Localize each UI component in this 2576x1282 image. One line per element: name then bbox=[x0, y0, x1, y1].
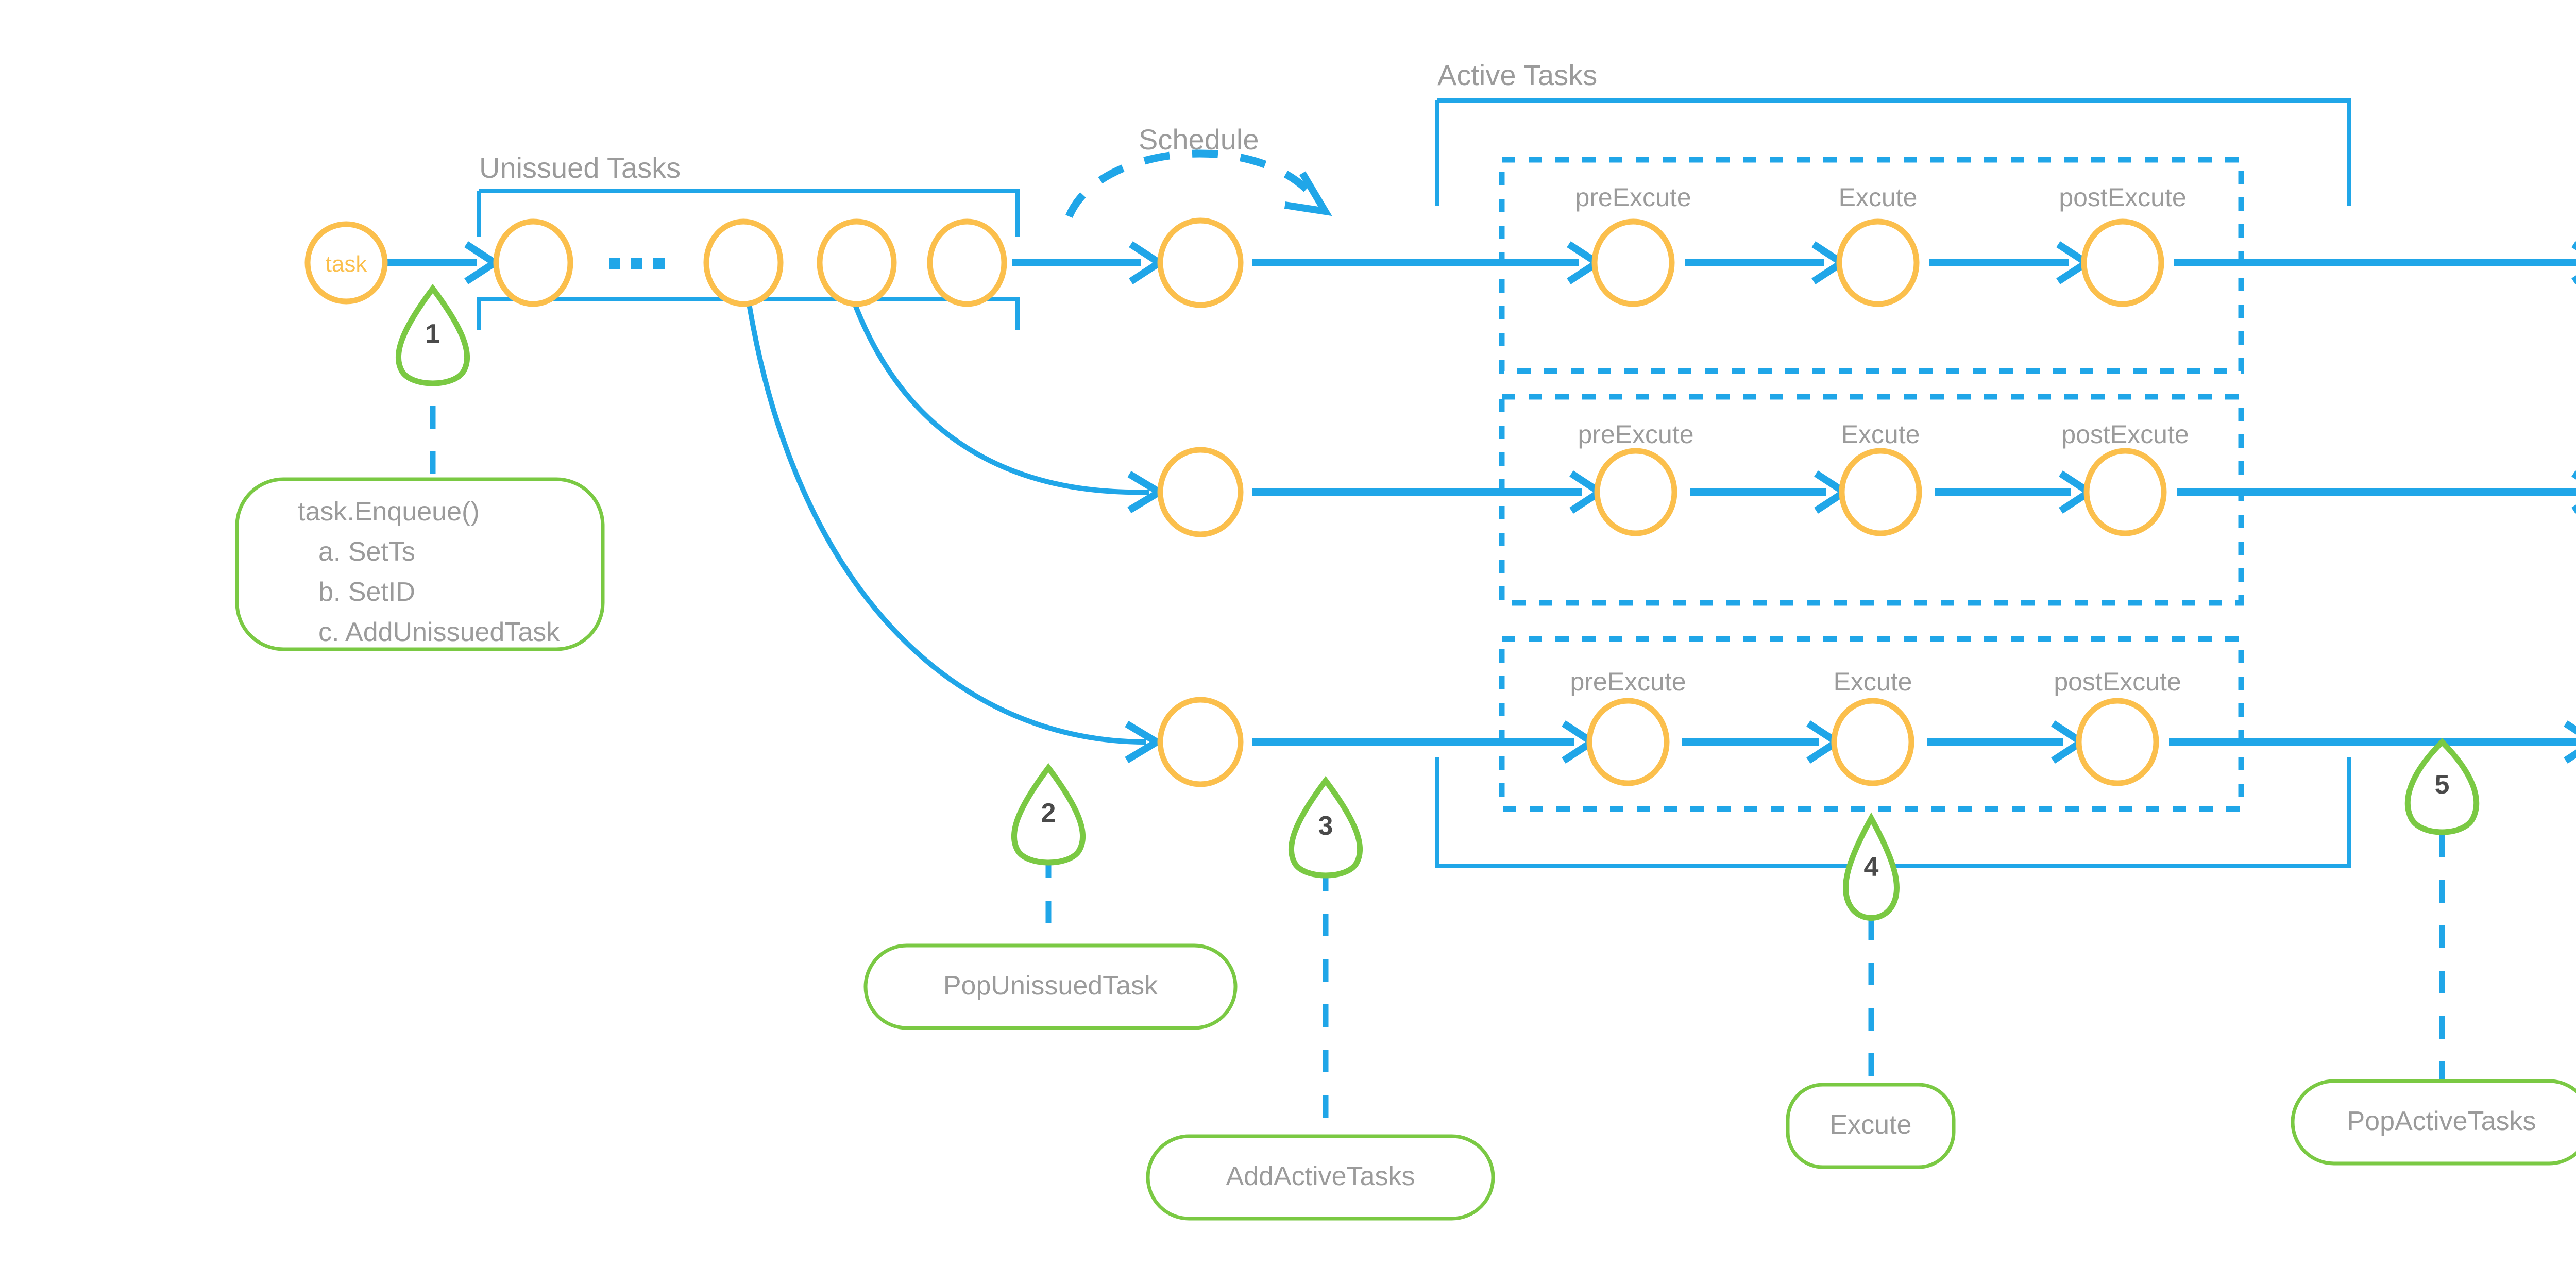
callout-enqueue[interactable]: task.Enqueue() a. SetTs b. SetID c. AddU… bbox=[235, 477, 605, 651]
callout-pop-active-label: PopActiveTasks bbox=[2347, 1106, 2536, 1136]
callout-add-active-label: AddActiveTasks bbox=[1226, 1161, 1415, 1191]
marker-5[interactable]: 5 bbox=[2404, 738, 2480, 835]
row-3-pre-node[interactable] bbox=[1586, 698, 1670, 786]
marker-3-number: 3 bbox=[1318, 811, 1333, 841]
source-task-node[interactable] bbox=[304, 221, 388, 305]
marker-5-number: 5 bbox=[2435, 770, 2450, 800]
branch-to-row-2 bbox=[848, 290, 1166, 513]
row-2-pre-label: preExcute bbox=[1578, 420, 1693, 449]
row-3-flow bbox=[1252, 720, 2576, 764]
marker-4-number: 4 bbox=[1864, 852, 1879, 882]
callout-enqueue-step-b: b. SetID bbox=[318, 577, 415, 607]
callout-enqueue-step-c: c. AddUnissuedTask bbox=[318, 617, 560, 647]
row-2-exec-label: Excute bbox=[1841, 420, 1920, 449]
dispatch-node-row-3[interactable] bbox=[1157, 697, 1244, 787]
dispatch-node-row-1[interactable] bbox=[1157, 217, 1244, 308]
queue-ellipsis-icon bbox=[609, 258, 665, 269]
marker-1[interactable]: 1 bbox=[395, 283, 470, 386]
callout-pop-unissued-label: PopUnissuedTask bbox=[943, 971, 1158, 1001]
row-1-exec-node[interactable] bbox=[1836, 218, 1920, 307]
source-task-label: task bbox=[326, 251, 368, 277]
unissued-node-4[interactable] bbox=[927, 218, 1007, 307]
active-tasks-label: Active Tasks bbox=[1437, 59, 1597, 91]
row-2-pre-node[interactable] bbox=[1594, 448, 1677, 536]
branch-to-row-3 bbox=[744, 291, 1164, 763]
unissued-tasks-label: Unissued Tasks bbox=[479, 151, 681, 184]
callout-excute[interactable]: Excute bbox=[1786, 1083, 1956, 1169]
row-2-post-node[interactable] bbox=[2083, 448, 2167, 536]
callout-add-active[interactable]: AddActiveTasks bbox=[1146, 1134, 1495, 1221]
row-1-pre-label: preExcute bbox=[1575, 183, 1691, 212]
callout-enqueue-step-a: a. SetTs bbox=[318, 537, 415, 567]
callout-excute-label: Excute bbox=[1830, 1110, 1912, 1140]
row-2-exec-node[interactable] bbox=[1839, 448, 1922, 536]
row-1-post-node[interactable] bbox=[2081, 218, 2164, 307]
stage-box-row-1 bbox=[1499, 157, 2244, 374]
row-3-post-label: postExcute bbox=[2054, 667, 2181, 696]
stage-box-row-2 bbox=[1499, 394, 2244, 606]
schedule-label: Schedule bbox=[1139, 123, 1259, 156]
marker-4[interactable]: 4 bbox=[1842, 812, 1900, 921]
marker-2-number: 2 bbox=[1041, 798, 1056, 828]
dispatch-node-row-2[interactable] bbox=[1157, 447, 1244, 537]
unissued-node-3[interactable] bbox=[817, 218, 897, 307]
row-3-exec-label: Excute bbox=[1834, 667, 1912, 696]
unissued-node-2[interactable] bbox=[703, 218, 784, 307]
marker-3[interactable]: 3 bbox=[1288, 775, 1363, 879]
row-2-post-label: postExcute bbox=[2061, 420, 2189, 449]
callout-enqueue-title: task.Enqueue() bbox=[298, 497, 480, 527]
row-1-post-label: postExcute bbox=[2059, 183, 2186, 212]
schedule-arc bbox=[1065, 149, 1332, 218]
row-1-pre-node[interactable] bbox=[1591, 218, 1675, 307]
callout-pop-unissued[interactable]: PopUnissuedTask bbox=[863, 943, 1238, 1030]
unissued-node-1[interactable] bbox=[493, 218, 573, 307]
marker-1-number: 1 bbox=[426, 319, 440, 349]
row-2-flow bbox=[1252, 470, 2576, 514]
row-3-post-node[interactable] bbox=[2076, 698, 2159, 786]
marker-2[interactable]: 2 bbox=[1011, 763, 1086, 866]
row-3-pre-label: preExcute bbox=[1570, 667, 1686, 696]
row-3-exec-node[interactable] bbox=[1831, 698, 1914, 786]
row-1-exec-label: Excute bbox=[1839, 183, 1918, 212]
callout-pop-active[interactable]: PopActiveTasks bbox=[2291, 1079, 2576, 1166]
